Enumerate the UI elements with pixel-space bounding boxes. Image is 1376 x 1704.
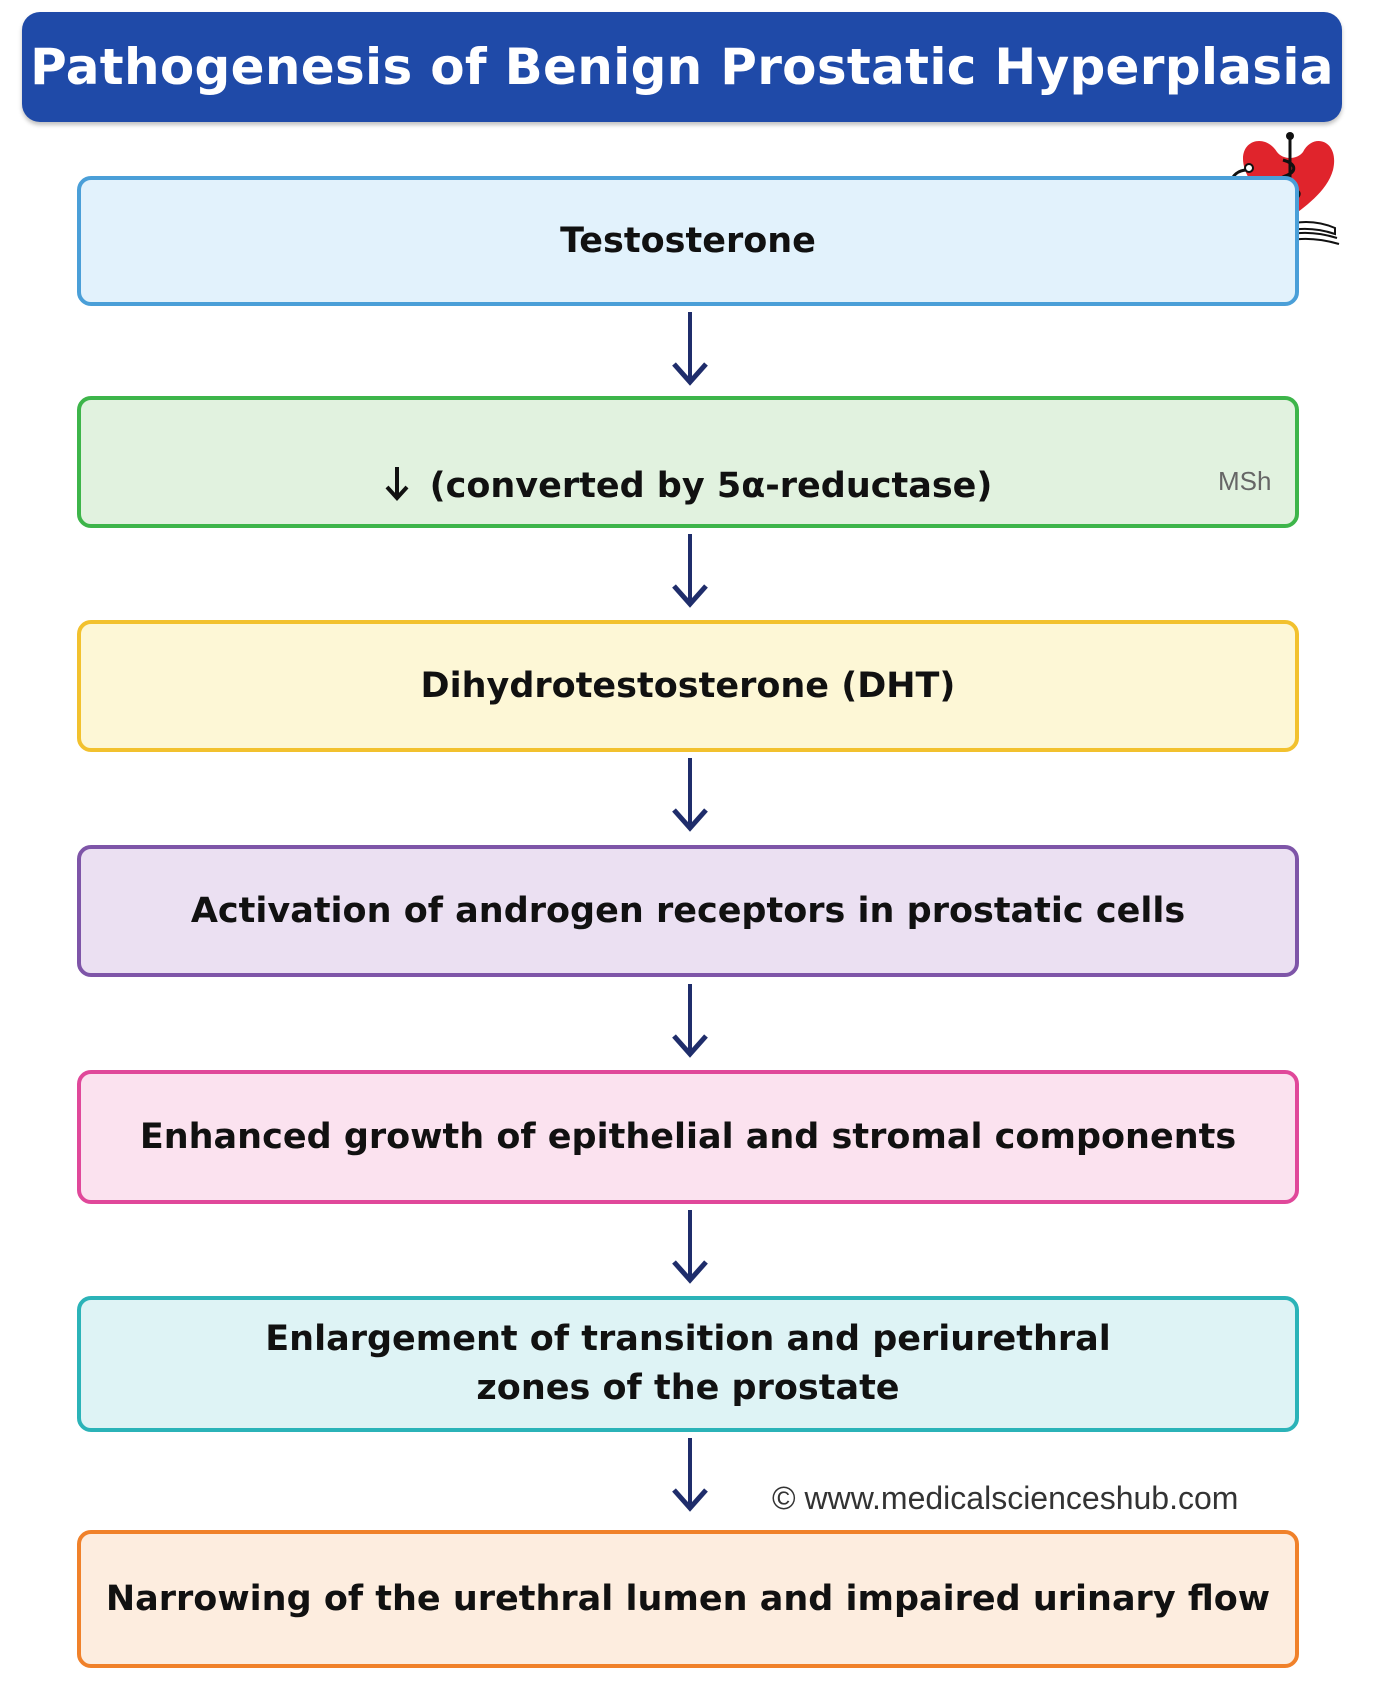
down-arrow-icon — [672, 1438, 708, 1512]
step-conversion: (converted by 5α-reductase) — [77, 396, 1299, 528]
down-arrow-icon — [672, 984, 708, 1058]
step-label: Dihydrotestosterone (DHT) — [420, 665, 956, 706]
step-dht: Dihydrotestosterone (DHT) — [77, 620, 1299, 752]
step-label: Activation of androgen receptors in pros… — [190, 890, 1186, 931]
step-label: Narrowing of the urethral lumen and impa… — [105, 1578, 1271, 1619]
watermark: MSh — [1218, 466, 1272, 496]
down-arrow-icon — [672, 534, 708, 608]
down-arrow-icon — [672, 312, 708, 386]
step-androgen-receptors: Activation of androgen receptors in pros… — [77, 845, 1299, 977]
step-testosterone: Testosterone — [77, 176, 1299, 306]
step-enhanced-growth: Enhanced growth of epithelial and stroma… — [77, 1070, 1299, 1204]
step-label-wrapper: (converted by 5α-reductase) — [384, 413, 993, 511]
page-title: Pathogenesis of Benign Prostatic Hyperpl… — [30, 38, 1334, 96]
step-label: (converted by 5α-reductase) — [429, 466, 993, 506]
down-arrow-icon — [385, 467, 409, 501]
down-arrow-icon — [672, 1210, 708, 1284]
step-label: Testosterone — [560, 220, 816, 261]
step-label: Enlargement of transition and periurethr… — [265, 1319, 1111, 1408]
step-narrowing: Narrowing of the urethral lumen and impa… — [77, 1530, 1299, 1668]
down-arrow-icon — [672, 758, 708, 832]
step-label: Enhanced growth of epithelial and stroma… — [139, 1116, 1237, 1157]
copyright-text: © www.medicalscienceshub.com — [772, 1480, 1239, 1516]
title-banner: Pathogenesis of Benign Prostatic Hyperpl… — [22, 12, 1342, 122]
step-enlargement: Enlargement of transition and periurethr… — [77, 1296, 1299, 1432]
